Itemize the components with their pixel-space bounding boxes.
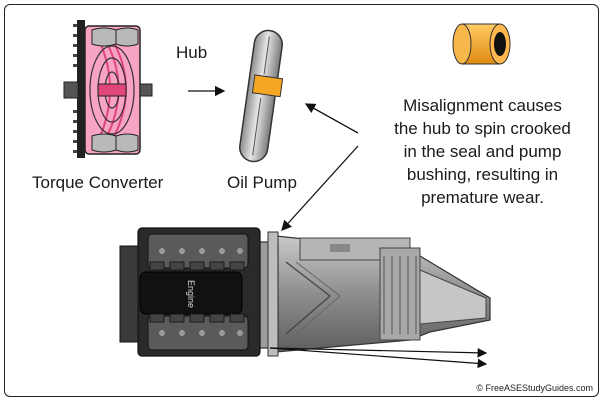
caption-line: Misalignment causes [403, 96, 562, 115]
torque-converter-icon [63, 20, 153, 158]
credit-text: © FreeASEStudyGuides.com [476, 383, 593, 393]
oil-pump-icon [239, 29, 284, 163]
misalignment-caption: Misalignment causes the hub to spin croo… [370, 94, 595, 209]
caption-line: bushing, resulting in [406, 165, 559, 184]
caption-line: premature wear. [421, 188, 544, 207]
engine-label: Engine [186, 280, 196, 308]
hub-label: Hub [176, 43, 208, 62]
oil-pump-label: Oil Pump [227, 173, 297, 192]
bushing-icon [452, 23, 511, 65]
caption-line: the hub to spin crooked [394, 119, 571, 138]
caption-line: in the seal and pump [403, 142, 562, 161]
torque-converter-label: Torque Converter [32, 173, 164, 192]
engine-transmission-icon: Engine [119, 227, 491, 357]
